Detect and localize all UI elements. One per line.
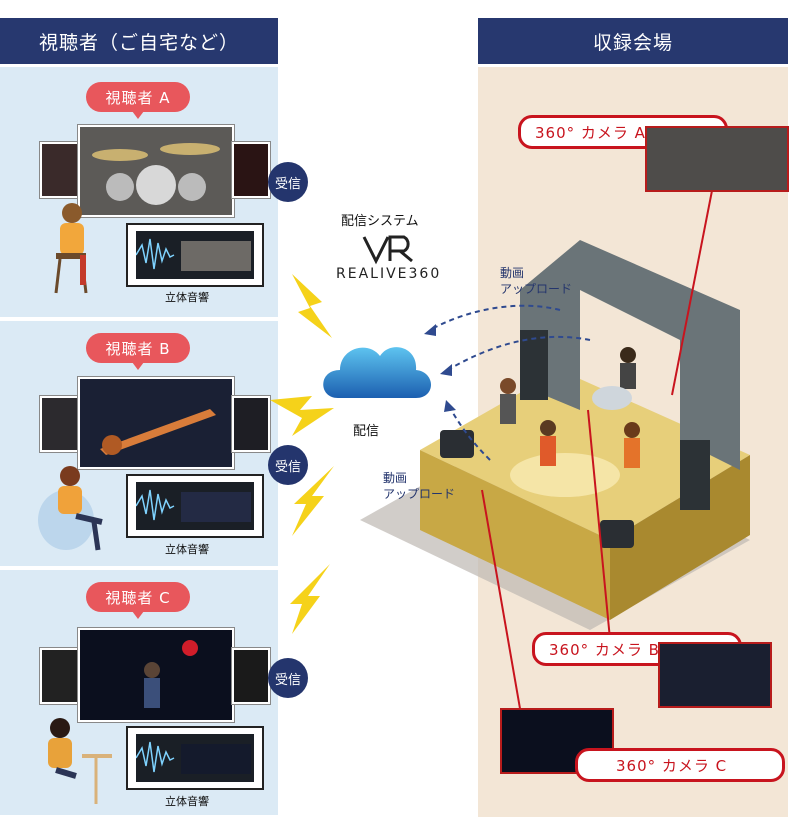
tablet-b: [126, 474, 264, 538]
viewer-panel-b: 視聴者 B 受信 立体音響: [0, 321, 308, 566]
viewers-header: 視聴者（ご自宅など）: [0, 18, 278, 64]
viewer-person-c-icon: [48, 718, 112, 804]
side-screen-right-c: [232, 648, 270, 704]
caption-c: 立体音響: [165, 795, 209, 808]
camera-c-label: 360° カメラ C: [575, 748, 785, 782]
viewer-person-b-icon: [38, 466, 103, 551]
receive-badge-c: 受信: [268, 658, 308, 698]
sound-wave-icon: [136, 238, 251, 271]
distribute-label: 配信: [353, 424, 380, 439]
drum-kit-image: [80, 127, 232, 215]
lightning-bolt-icon: [290, 564, 330, 634]
camera-b-photo: [658, 642, 772, 708]
receive-badge-b: 受信: [268, 445, 308, 485]
upload-label-top: 動画 アップロード: [500, 266, 573, 296]
tablet-a: [126, 223, 264, 287]
caption-b: 立体音響: [165, 543, 209, 556]
lightning-bolt-icon: [292, 274, 332, 338]
upload-arrows: [424, 304, 591, 461]
upload-label-bottom: 動画 アップロード: [383, 471, 456, 501]
live-stage-image: [80, 630, 232, 720]
sound-wave-icon: [136, 489, 251, 522]
main-screen-c: [78, 628, 234, 722]
guitar-image: [80, 379, 232, 467]
tablet-c: [126, 726, 264, 790]
side-screen-right-a: [232, 142, 270, 198]
lightning-bolt-icon: [270, 396, 334, 436]
main-screen-a: [78, 125, 234, 217]
lightning-bolt-icon: [292, 466, 334, 536]
side-screen-left-c: [40, 648, 80, 704]
receive-badge-a: 受信: [268, 162, 308, 202]
viewer-label-a: 視聴者 A: [86, 82, 190, 119]
venue-header: 収録会場: [478, 18, 788, 64]
viewer-panel-c: 視聴者 C 受信 立体音響: [0, 570, 308, 815]
system-title: 配信システム: [341, 214, 419, 229]
sound-wave-icon: [136, 741, 251, 774]
viewer-label-b: 視聴者 B: [86, 333, 190, 370]
realive-logo-text: REALIVE360: [336, 266, 442, 282]
caption-a: 立体音響: [165, 291, 209, 304]
side-screen-left-b: [40, 396, 80, 452]
realive-logo-icon: [362, 235, 413, 265]
camera-a-photo: [645, 126, 789, 192]
side-screen-right-b: [232, 396, 270, 452]
main-screen-b: [78, 377, 234, 469]
side-screen-left-a: [40, 142, 80, 198]
cloud-icon: [323, 347, 431, 398]
viewer-label-c: 視聴者 C: [86, 582, 190, 619]
viewer-panel-a: 視聴者 A 受信 立体音響: [0, 67, 308, 317]
viewer-person-a-icon: [54, 203, 88, 294]
